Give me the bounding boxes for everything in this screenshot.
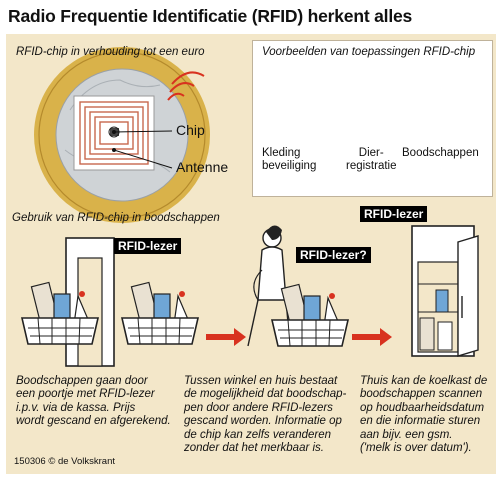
example-label-clothing: Kleding beveiliging <box>262 147 317 172</box>
example-label-groceries: Boodschappen <box>402 147 479 159</box>
usage-heading: Gebruik van RFID-chip in boodschappen <box>12 212 220 224</box>
rfid-reader-tag-store: RFID-lezer <box>114 238 182 254</box>
chip-label: Chip <box>176 122 205 138</box>
rfid-reader-tag-fridge: RFID-lezer <box>360 206 428 222</box>
radio-waves-icon <box>167 71 205 101</box>
antenna-leader-line <box>113 149 173 169</box>
page-title: Radio Frequentie Identificatie (RFID) he… <box>8 6 413 26</box>
fridge-icon <box>411 225 479 357</box>
person-with-basket-icon <box>247 225 291 347</box>
step-1-text: Boodschappen gaan door een poortje met R… <box>16 375 171 428</box>
step-2-text: Tussen winkel en huis bestaat de mogelij… <box>184 375 347 455</box>
rfid-reader-tag-transit: RFID-lezer? <box>296 247 371 263</box>
basket-1-icon <box>20 281 100 345</box>
credit-line: 150306 © de Volkskrant <box>14 456 116 467</box>
example-label-animal: Dier- registratie <box>346 147 397 172</box>
arrow-icon <box>352 328 392 346</box>
step-3-text: Thuis kan de koelkast de boodschappen sc… <box>360 375 488 455</box>
coin-caption: RFID-chip in verhouding tot een euro <box>16 46 205 58</box>
basket-3-icon <box>270 283 350 347</box>
arrow-icon <box>206 328 246 346</box>
basket-2-icon <box>120 281 200 345</box>
chip-leader-line <box>113 130 173 133</box>
antenna-label: Antenne <box>176 159 229 175</box>
examples-box <box>252 40 493 197</box>
examples-heading: Voorbeelden van toepassingen RFID-chip <box>262 46 476 58</box>
rfid-gate-icon <box>65 237 115 367</box>
rfid-tag-icon <box>73 95 155 171</box>
